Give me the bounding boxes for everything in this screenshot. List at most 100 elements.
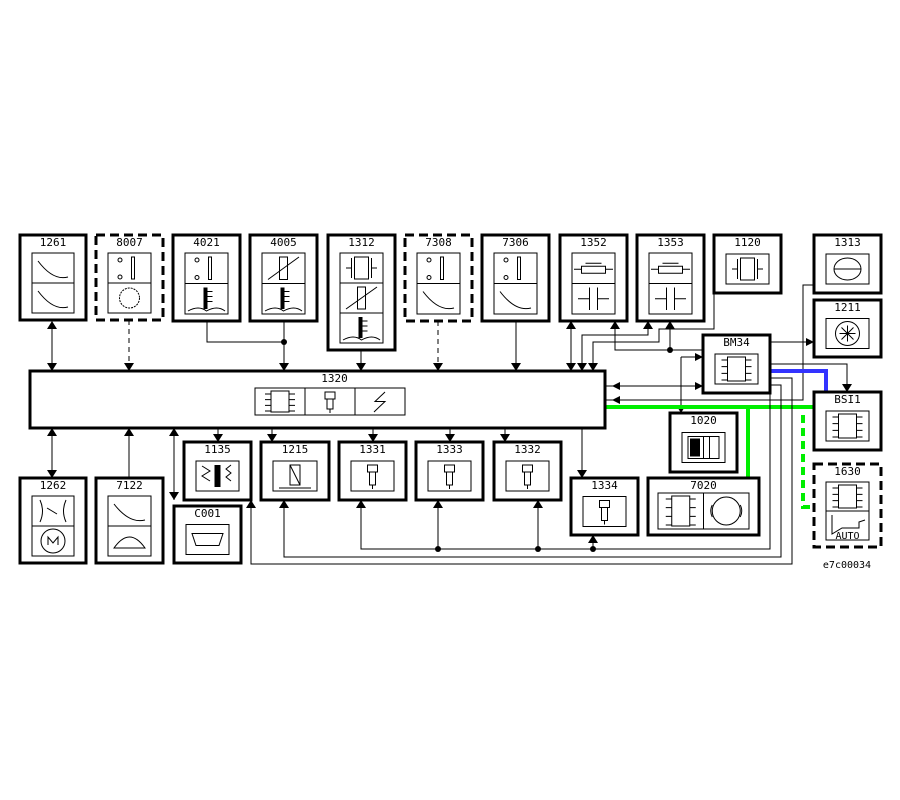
arrow-icon — [47, 470, 57, 478]
arrow-icon — [842, 384, 852, 392]
injector-icon — [582, 496, 627, 527]
wire — [592, 293, 715, 371]
component-label: 1333 — [436, 443, 463, 456]
arrow-icon — [124, 363, 134, 371]
component-label: BSI1 — [834, 393, 861, 406]
component-label: 1313 — [834, 236, 861, 249]
component-label: 1020 — [690, 414, 717, 427]
arrow-icon — [368, 434, 378, 442]
temperature-icon — [184, 283, 229, 315]
arrow-icon — [643, 321, 653, 329]
knock-sensor-icon — [725, 253, 770, 285]
arrow-icon — [433, 363, 443, 371]
component-C001[interactable]: C001 — [172, 504, 243, 565]
arrow-icon — [279, 500, 289, 508]
abs-icon — [703, 492, 750, 530]
component-1262[interactable]: 1262 — [18, 476, 88, 565]
component-1333[interactable]: 1333 — [414, 440, 485, 502]
component-7020[interactable]: 7020 — [646, 476, 761, 537]
component-1135[interactable]: 1135 — [182, 440, 253, 502]
ignition-coil-icon — [195, 460, 240, 492]
component-1211[interactable]: 1211 — [812, 298, 883, 359]
component-1313[interactable]: 1313 — [812, 233, 883, 295]
component-7122[interactable]: 7122 — [94, 476, 165, 565]
variable-resistor-icon — [261, 252, 306, 284]
component-label: 8007 — [116, 236, 143, 249]
wire — [206, 321, 284, 343]
component-1261[interactable]: 1261 — [18, 233, 88, 322]
alternator-icon — [681, 432, 726, 463]
wire — [614, 321, 671, 351]
component-1312[interactable]: 1312 — [326, 233, 397, 352]
arrow-icon — [169, 492, 179, 500]
component-label: 1262 — [40, 479, 67, 492]
component-1353[interactable]: 1353 — [635, 233, 706, 323]
van-bus-wire — [770, 369, 828, 392]
arrow-icon — [588, 363, 598, 371]
arrow-icon — [124, 428, 134, 436]
arrow-icon — [612, 382, 620, 390]
component-label: 1320 — [321, 372, 348, 385]
arrow-icon — [612, 396, 620, 404]
canister-valve-icon — [272, 460, 318, 492]
fuel-pump-icon — [825, 318, 870, 349]
component-label: 1120 — [734, 236, 761, 249]
component-BM34[interactable]: BM34 — [701, 333, 772, 395]
arrow-icon — [806, 338, 814, 346]
wire — [770, 363, 848, 392]
component-label: 7122 — [116, 479, 143, 492]
component-label: 7308 — [425, 236, 452, 249]
component-1332[interactable]: 1332 — [492, 440, 563, 502]
component-BSI1[interactable]: BSI1 — [812, 390, 883, 452]
wires — [47, 284, 852, 565]
injector-icon — [505, 460, 550, 492]
relay-module-icon — [825, 410, 870, 442]
junction-dot — [535, 546, 541, 552]
arrow-icon — [588, 535, 598, 543]
curve-icon — [416, 283, 461, 315]
wire — [250, 377, 793, 565]
component-label: 7306 — [502, 236, 529, 249]
component-1120[interactable]: 1120 — [712, 233, 783, 295]
component-4005[interactable]: 4005 — [248, 233, 319, 323]
arrow-icon — [533, 500, 543, 508]
arrow-icon — [356, 363, 366, 371]
diagnostic-connector-icon — [185, 524, 230, 555]
component-7306[interactable]: 7306 — [480, 233, 551, 323]
component-label: C001 — [194, 507, 221, 520]
component-1215[interactable]: 1215 — [259, 440, 331, 502]
injector-icon — [350, 460, 395, 492]
arrow-icon — [566, 321, 576, 329]
component-label: BM34 — [723, 336, 750, 349]
component-1320[interactable]: 1320 — [28, 369, 607, 430]
component-1334[interactable]: 1334 — [569, 476, 640, 537]
capacitor-icon — [648, 283, 693, 315]
pedal-icon — [107, 525, 152, 557]
junction-dot — [281, 339, 287, 345]
component-1352[interactable]: 1352 — [558, 233, 629, 323]
arrow-icon — [665, 321, 675, 329]
diagram-reference: e7c00034 — [823, 560, 871, 571]
arrow-icon — [47, 428, 57, 436]
arrow-icon — [433, 500, 443, 508]
component-label: 7020 — [690, 479, 717, 492]
component-1331[interactable]: 1331 — [337, 440, 408, 502]
component-label: 1332 — [514, 443, 541, 456]
component-4021[interactable]: 4021 — [171, 233, 242, 323]
component-1020[interactable]: 1020 — [668, 411, 739, 474]
sensor-curve-icon — [31, 282, 75, 314]
component-label: 1630 — [834, 465, 861, 478]
curve-icon — [493, 283, 538, 315]
arrow-icon — [577, 363, 587, 371]
component-8007[interactable]: 8007 — [94, 233, 165, 322]
component-label: 1334 — [591, 479, 618, 492]
motor-icon — [31, 525, 75, 557]
component-label: 1352 — [580, 236, 607, 249]
arrow-icon — [47, 363, 57, 371]
component-7308[interactable]: 7308 — [403, 233, 474, 323]
component-label: 4021 — [193, 236, 220, 249]
arrow-icon — [577, 470, 587, 478]
